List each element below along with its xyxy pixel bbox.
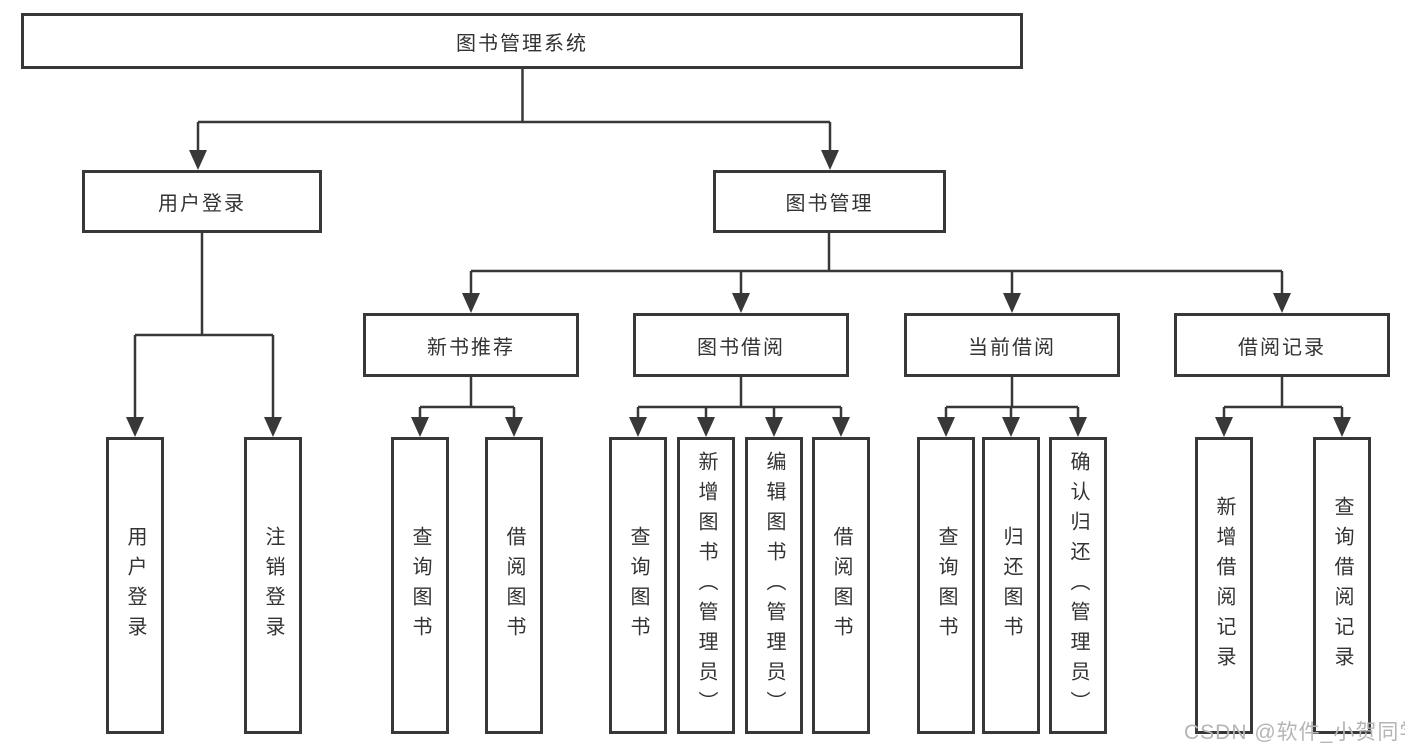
leaf-add-borrow-record: 新增借阅记录	[1195, 437, 1253, 734]
node-borrow-records: 借阅记录	[1174, 313, 1390, 377]
leaf-query-books-current: 查询图书	[917, 437, 975, 734]
leaf-add-books-admin: 新增图书（管理员）	[677, 437, 735, 734]
leaf-edit-books-admin: 编辑图书（管理员）	[745, 437, 803, 734]
node-new-book-recommend: 新书推荐	[363, 313, 579, 377]
leaf-borrow-books-recommend: 借阅图书	[485, 437, 543, 734]
leaf-return-books: 归还图书	[982, 437, 1040, 734]
node-book-borrow: 图书借阅	[633, 313, 849, 377]
leaf-user-login: 用户登录	[106, 437, 164, 734]
leaf-query-borrow-record: 查询借阅记录	[1313, 437, 1371, 734]
leaf-confirm-return-admin: 确认归还（管理员）	[1049, 437, 1107, 734]
node-root: 图书管理系统	[21, 13, 1023, 69]
node-book-management: 图书管理	[713, 170, 946, 233]
leaf-logout: 注销登录	[244, 437, 302, 734]
node-current-borrow: 当前借阅	[904, 313, 1120, 377]
leaf-borrow-books: 借阅图书	[812, 437, 870, 734]
watermark: CSDN @软件_小贺同学	[1184, 721, 1405, 744]
node-user-login: 用户登录	[82, 170, 322, 233]
leaf-query-books-recommend: 查询图书	[391, 437, 449, 734]
leaf-query-books-borrow: 查询图书	[609, 437, 667, 734]
